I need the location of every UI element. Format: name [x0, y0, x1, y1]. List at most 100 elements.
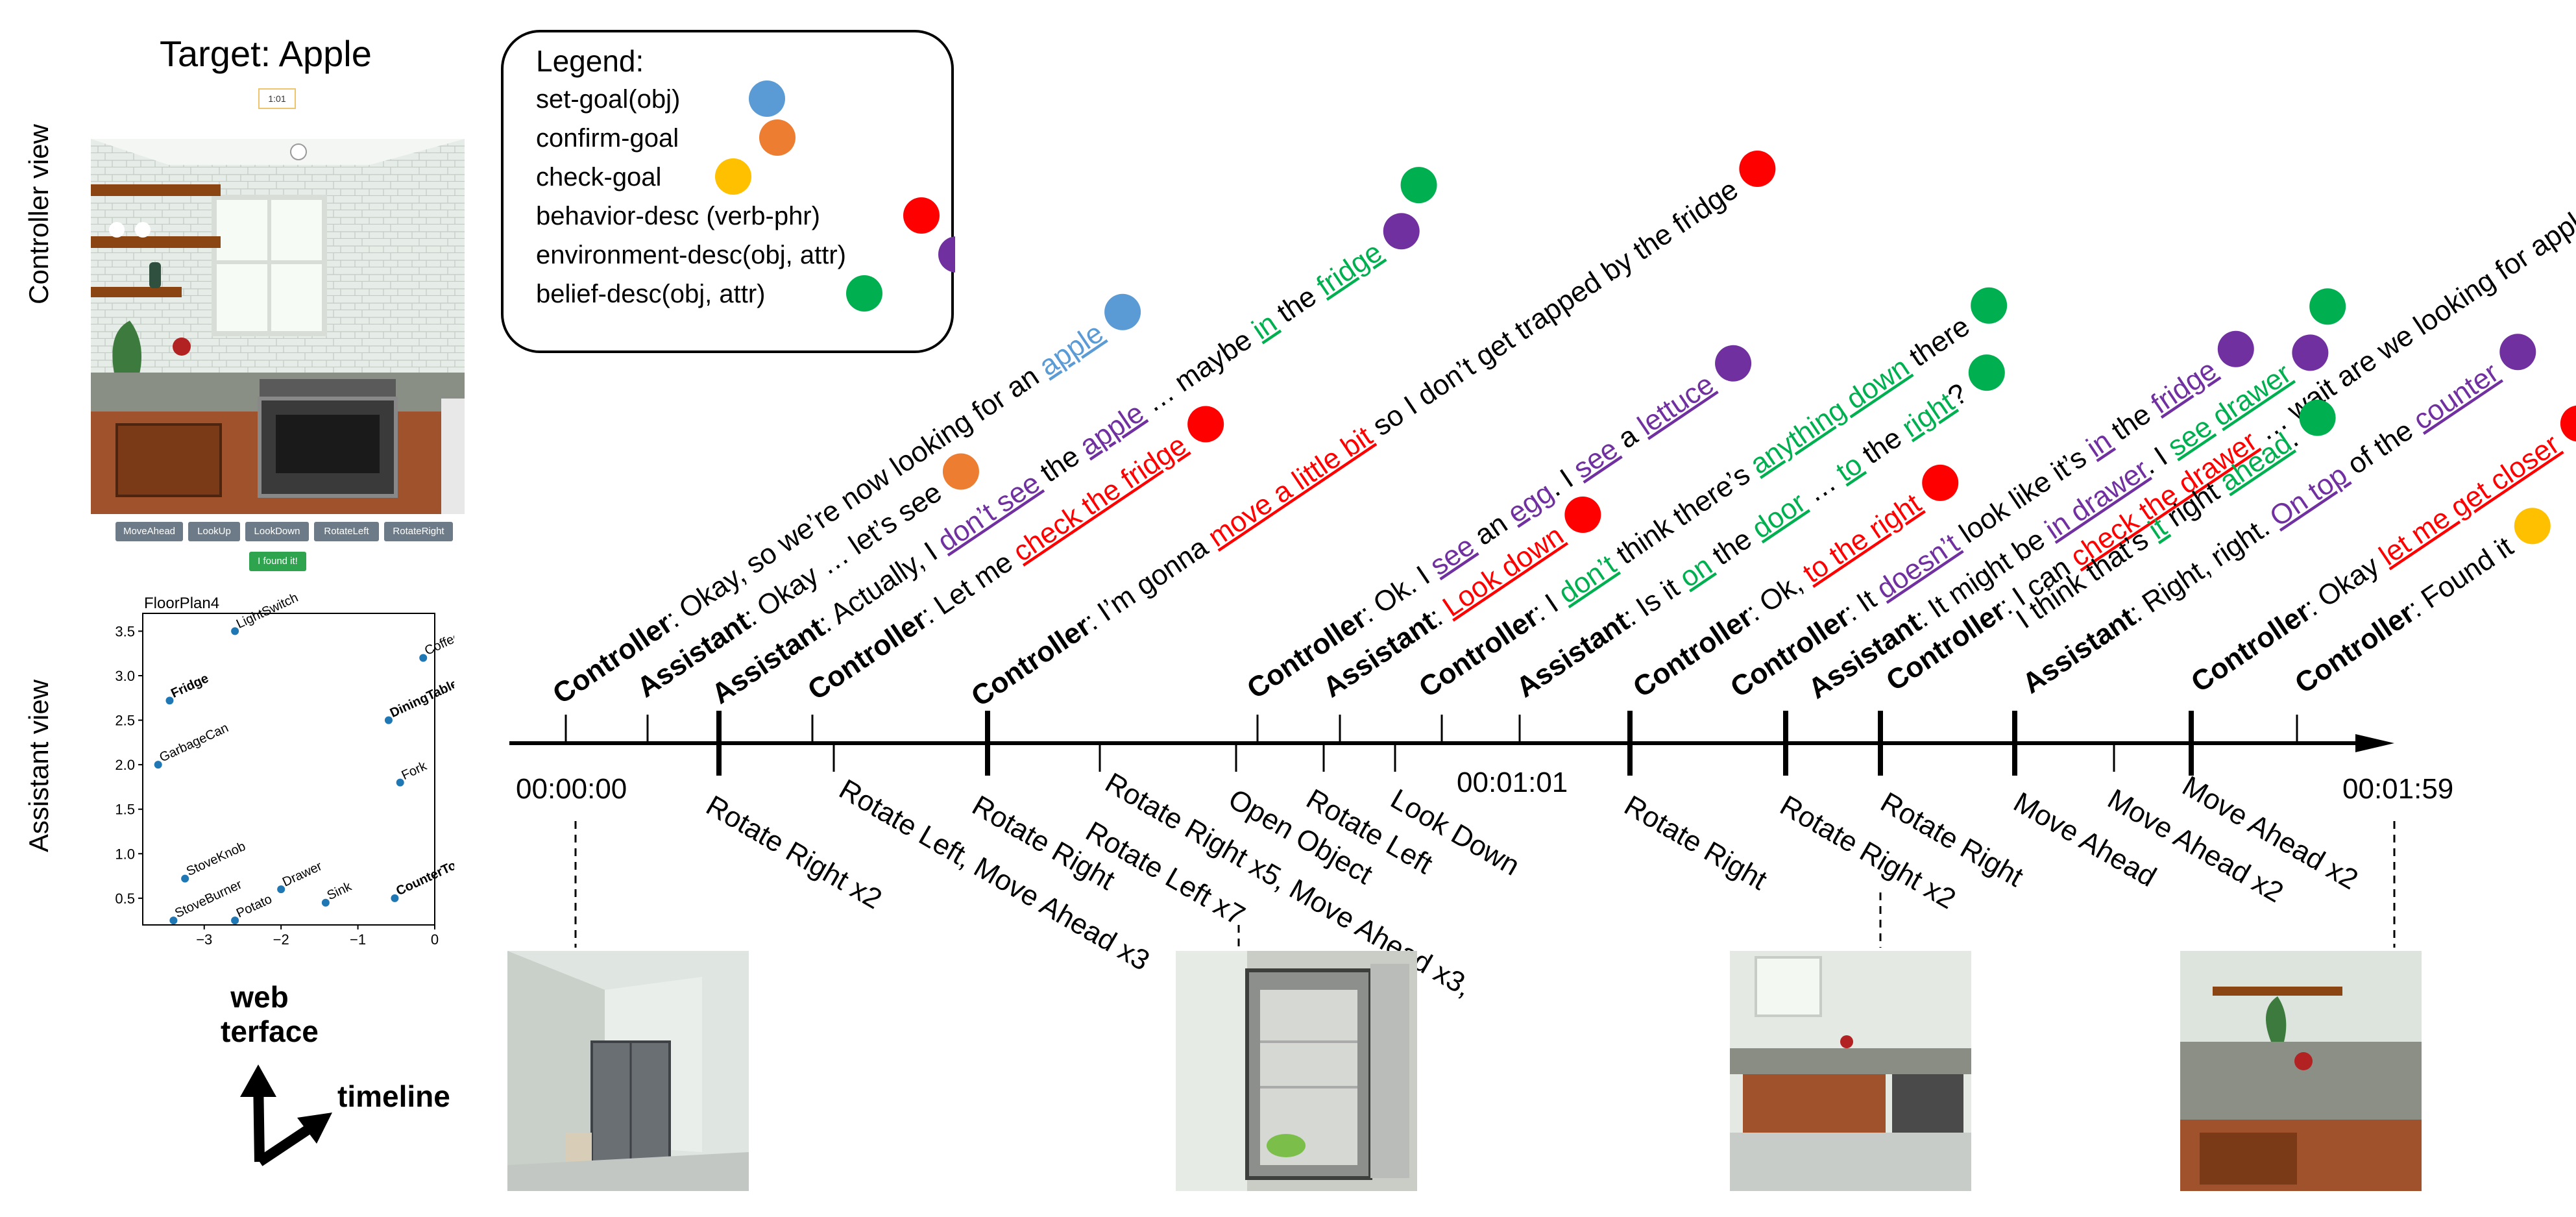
tag-dot [2514, 508, 2551, 545]
timestamp: 00:01:59 [2342, 773, 2453, 805]
legend: Legend: set-goal(obj) confirm-goal check-g… [536, 44, 955, 312]
tag-dot [2560, 405, 2576, 442]
y-tick-label: 2.0 [115, 757, 135, 773]
floorplan-point [165, 696, 174, 705]
legend-title: Legend: [536, 44, 644, 78]
legend-dot [846, 275, 882, 312]
y-tick-label: 3.5 [115, 623, 135, 639]
legend-item-label: belief-desc(obj, attr) [536, 280, 765, 308]
look-down-button[interactable]: LookDown [245, 522, 309, 541]
scene-thumbnail-start [507, 951, 749, 1191]
timestamp: 00:01:01 [1457, 767, 1568, 798]
timeline-arrowhead [2355, 734, 2394, 752]
plot-frame [142, 613, 435, 926]
web-axis-arrowhead [240, 1064, 276, 1097]
tag-dot [1564, 497, 1601, 534]
x-tick-label: 0 [431, 931, 439, 948]
scene-thumbnail-fridge [1176, 951, 1417, 1191]
legend-dot [759, 119, 796, 156]
svg-text:Controller: I can check the dr: Controller: I can check the drawer … wai… [1880, 189, 2576, 697]
tag-dot [2299, 399, 2336, 436]
floorplan-point [154, 761, 162, 769]
y-tick-label: 1.0 [115, 846, 135, 862]
utterance-segment: fridge [1311, 236, 1388, 302]
utterance-segment: On top [2264, 459, 2353, 533]
utterance-segment: lettuce [1632, 368, 1719, 441]
utterance-segment: apple [1034, 317, 1110, 382]
floorplan-title: FloorPlan4 [144, 595, 219, 612]
x-tick-label: −1 [350, 931, 366, 948]
found-it-button[interactable]: I found it! [249, 552, 306, 571]
legend-item-label: environment-desc(obj, attr) [536, 241, 846, 269]
floorplan-point [231, 916, 239, 925]
tag-dot [1715, 345, 1752, 382]
tag-dot [1971, 287, 2008, 324]
tag-dot [2499, 334, 2536, 371]
legend-dot [749, 80, 785, 117]
y-tick-label: 2.5 [115, 713, 135, 729]
floorplan-point [419, 654, 428, 662]
controller-view-image [91, 139, 465, 514]
tag-dot [2292, 334, 2329, 371]
utterance: Controller: I can check the drawer … wai… [1880, 189, 2576, 697]
tag-dot [2309, 288, 2346, 325]
floorplan-point [384, 716, 393, 724]
legend-item-label: set-goal(obj) [536, 85, 680, 114]
target-title: Target: Apple [160, 33, 372, 74]
tag-dot [1187, 406, 1224, 443]
utterance-segment: there [1897, 310, 1976, 378]
utterance-segment: anything down [1744, 351, 1915, 480]
x-tick-label: −2 [273, 931, 289, 948]
legend-dot [903, 197, 940, 234]
move-ahead-button[interactable]: MoveAhead [115, 522, 183, 541]
timer: 1:01 [258, 88, 296, 109]
tag-dot [2217, 330, 2254, 367]
web-label: web [230, 980, 288, 1014]
y-tick-label: 1.5 [115, 802, 135, 818]
legend-dot [938, 236, 955, 273]
timeline-axis-arrowhead [297, 1113, 332, 1144]
scene-thumbnail-counter [1730, 951, 1971, 1191]
y-tick-label: 3.0 [115, 668, 135, 684]
speaker-label: Controller [966, 610, 1097, 713]
floorplan-point [396, 778, 404, 787]
legend-item-label: behavior-desc (verb-phr) [536, 202, 820, 230]
tag-dot [1383, 213, 1420, 250]
floorplan-point [277, 885, 286, 894]
floorplan-point [391, 894, 399, 902]
rotate-right-button[interactable]: RotateRight [384, 522, 453, 541]
tag-dot [1968, 354, 2005, 391]
legend-item-label: confirm-goal [536, 124, 679, 153]
legend-dot [715, 158, 751, 195]
timeline-label: timeline [337, 1079, 450, 1113]
floorplan-point [231, 627, 239, 635]
floorplan-point [169, 916, 178, 925]
legend-box [501, 30, 954, 353]
axes-glyph: web interface timeline [221, 980, 450, 1166]
tag-dot [1739, 150, 1776, 187]
floorplan-point [181, 874, 189, 883]
rotate-left-button[interactable]: RotateLeft [314, 522, 379, 541]
floorplan-point [321, 898, 330, 907]
utterance-segment: : Okay [2298, 545, 2391, 622]
utterance-segment: : I’m gonna [1078, 527, 1220, 637]
action-label: Rotate Right [1619, 789, 1772, 896]
interface-label: interface [221, 1014, 319, 1048]
tag-dot [1400, 167, 1437, 204]
y-tick-label: 0.5 [115, 891, 135, 907]
utterance-segment: of the [2335, 410, 2425, 485]
tag-dot [1922, 464, 1959, 501]
action-label: Rotate Right x2 [1775, 789, 1961, 915]
tag-dot [942, 453, 979, 490]
legend-item-label: check-goal [536, 163, 661, 191]
utterance-segment: counter [2407, 356, 2504, 436]
tag-dot [1104, 293, 1141, 330]
utterance-segment: move a little bit [1202, 420, 1378, 553]
utterance-segment: … maybe [1132, 319, 1265, 423]
x-tick-label: −3 [196, 931, 212, 948]
timestamp: 00:00:00 [516, 773, 627, 805]
look-up-button[interactable]: LookUp [188, 522, 240, 541]
